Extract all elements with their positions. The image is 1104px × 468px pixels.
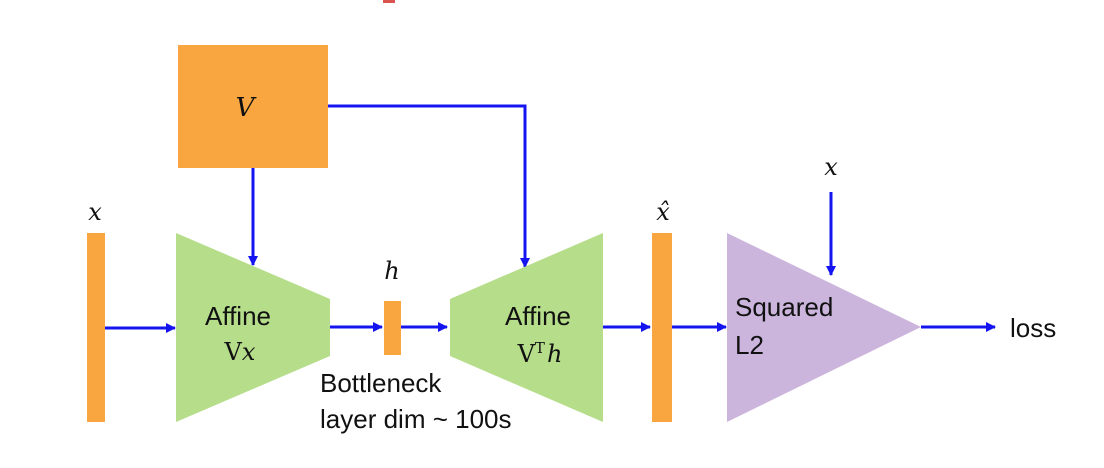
decoder-formula-sup: T (535, 339, 545, 357)
encoder-formula-base: V (224, 338, 243, 366)
loss-block-line1: Squared (735, 292, 833, 322)
encoder-affine-block (176, 233, 330, 422)
input-x-bar (87, 233, 105, 422)
matrix-v-box (178, 45, 328, 168)
encoder-title: Affine (205, 301, 271, 331)
arrow-v-to-decoder (328, 104, 530, 268)
encoder-formula: Vx (224, 338, 256, 366)
bottleneck-caption-line2: layer dim ~ 100s (320, 404, 511, 434)
title-fragment (383, 0, 395, 3)
matrix-v-label: V (236, 93, 257, 123)
decoder-formula: VTh (517, 339, 563, 368)
squared-l2-block (727, 233, 921, 422)
loss-output-label: loss (1010, 313, 1056, 343)
encoder-formula-var: x (242, 338, 256, 366)
reconstruction-label: x̂ (656, 198, 670, 226)
loss-block-line2: L2 (735, 330, 764, 360)
bottleneck-bar (384, 301, 401, 355)
input-x-label: x (88, 198, 102, 226)
decoder-affine-block (450, 233, 603, 422)
bottleneck-caption-line1: Bottleneck (320, 368, 442, 398)
target-x-label: x (824, 153, 838, 181)
reconstruction-bar (652, 233, 672, 422)
decoder-formula-base: V (517, 340, 536, 368)
bottleneck-h-label: h (384, 257, 399, 285)
decoder-title: Affine (505, 301, 571, 331)
decoder-formula-var: h (547, 340, 562, 368)
